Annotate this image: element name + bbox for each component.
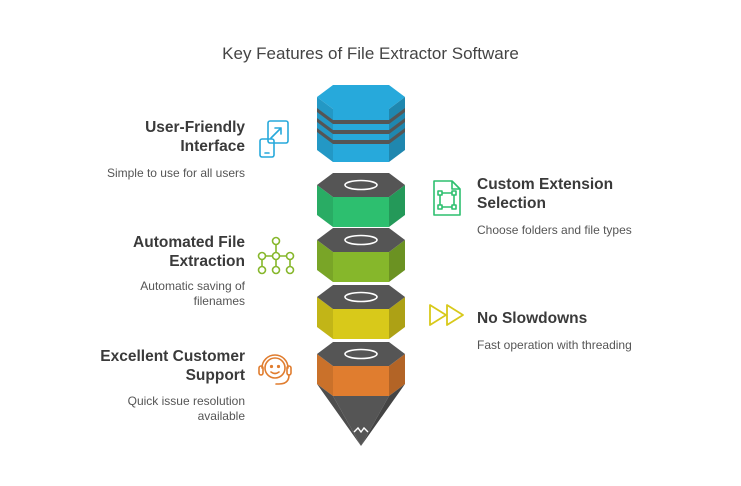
segment-5-ring (344, 348, 378, 360)
feature-desc-customer-support: Quick issue resolution available (127, 394, 245, 423)
segment-1-front-face (333, 109, 389, 162)
segment-3-front-face (333, 252, 389, 282)
feature-desc-automated-extraction: Automatic saving of filenames (140, 279, 245, 308)
segment-5-left-face (317, 354, 333, 396)
resize-device-icon (259, 120, 289, 158)
segment-2-right-face (389, 185, 405, 227)
tip-zigzag (353, 426, 369, 434)
segment-5-front-face (333, 366, 389, 396)
segment-4-right-face (389, 297, 405, 339)
segment-3-top (317, 228, 405, 252)
segment-1-top (317, 85, 405, 109)
workflow-nodes-icon (257, 236, 295, 275)
feature-desc-no-slowdowns: Fast operation with threading (477, 338, 632, 352)
segment-5-top (317, 342, 405, 366)
segment-2-ring (344, 179, 378, 191)
file-selection-icon (433, 180, 461, 216)
fast-forward-icon (429, 304, 464, 326)
tip-right (361, 384, 405, 446)
feature-title-no-slowdowns: No Slowdowns (477, 310, 588, 327)
support-headset-icon (258, 354, 292, 385)
segment-2-front-face (333, 197, 389, 227)
feature-title-customer-support: Excellent Customer Support (100, 348, 245, 384)
segment-4-top (317, 285, 405, 309)
segment-5-right-face (389, 354, 405, 396)
segment-3-left-face (317, 240, 333, 282)
segment-3-ring (344, 234, 378, 246)
tip-left (317, 384, 361, 446)
feature-title-automated-extraction: Automated File Extraction (133, 234, 245, 270)
segment-1-band-2 (317, 118, 405, 134)
tip-front (333, 396, 389, 446)
diagram-title: Key Features of File Extractor Software (222, 44, 519, 63)
segment-3-right-face (389, 240, 405, 282)
feature-title-user-friendly: User-Friendly Interface (145, 119, 245, 155)
segment-4-left-face (317, 297, 333, 339)
segment-1-band-1 (317, 108, 405, 124)
feature-desc-custom-extension: Choose folders and file types (477, 223, 632, 237)
segment-4-front-face (333, 309, 389, 339)
segment-2-left-face (317, 185, 333, 227)
segment-4-ring (344, 291, 378, 303)
feature-title-custom-extension: Custom Extension Selection (477, 176, 614, 212)
feature-desc-user-friendly: Simple to use for all users (106, 166, 245, 180)
segment-2-top (317, 173, 405, 197)
segment-1-band-3 (317, 128, 405, 144)
